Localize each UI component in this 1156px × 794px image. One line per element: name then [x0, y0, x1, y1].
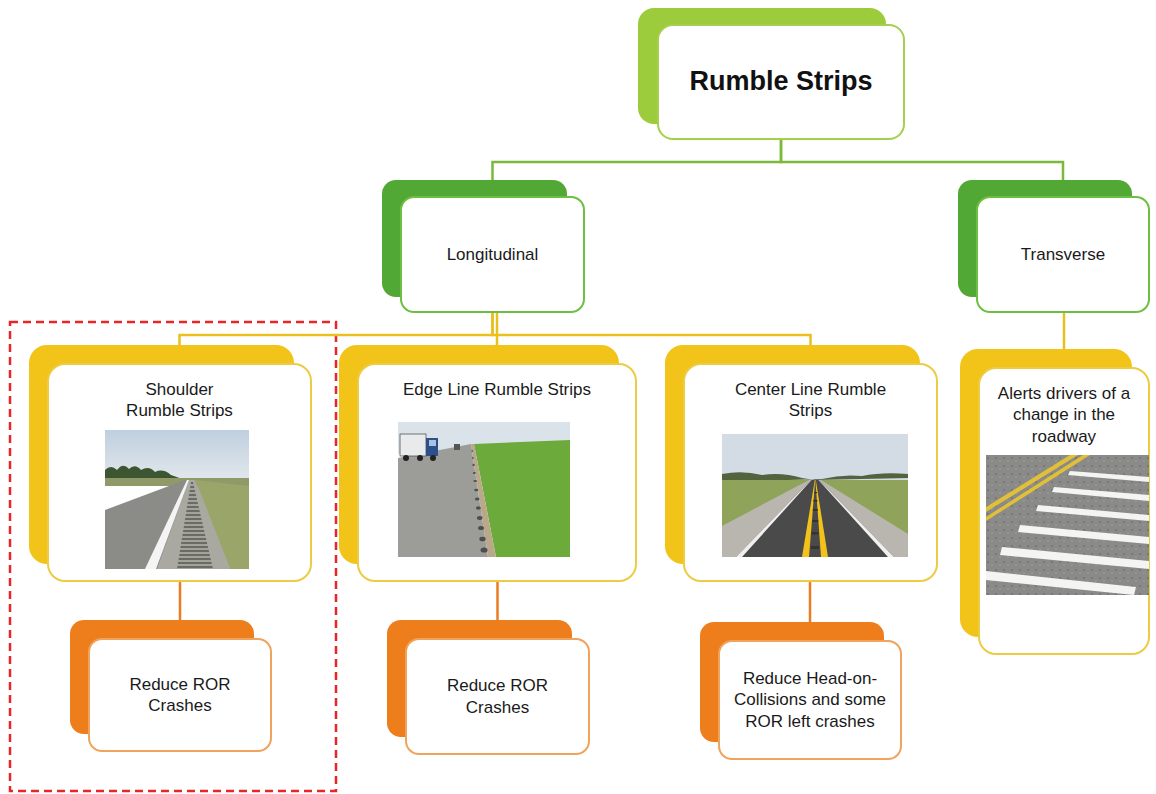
rounded-box: Longitudinal [400, 196, 585, 313]
photo-detail [479, 537, 485, 542]
photo-detail [815, 480, 828, 557]
photo-detail [1000, 547, 1149, 569]
photo-detail [477, 516, 483, 520]
photo-detail [475, 498, 480, 501]
node-text: Longitudinal [447, 244, 539, 265]
rounded-box: Alerts drivers of a change in the roadwa… [978, 367, 1150, 655]
photo-detail [471, 450, 487, 552]
rounded-box: Reduce Head-on-Collisions and some ROR l… [718, 640, 902, 760]
photo-detail [736, 480, 894, 557]
rounded-box: Shoulder Rumble Strips [47, 363, 312, 582]
photo-detail [813, 509, 818, 511]
photo-detail [812, 532, 819, 535]
road-photo [398, 422, 570, 557]
node-text: Rumble Strips [689, 65, 872, 99]
connector-line [1063, 313, 1066, 367]
photo-detail [1018, 525, 1149, 544]
photo-detail [476, 506, 481, 509]
photo-detail [811, 492, 819, 549]
connector-line [809, 582, 812, 640]
photo-detail [813, 500, 817, 502]
photo-detail [473, 472, 476, 474]
node-text: Edge Line Rumble Strips [403, 379, 591, 400]
rounded-box: Transverse [976, 196, 1150, 313]
photo-detail [478, 526, 484, 530]
node-text: Center Line Rumble Strips [721, 379, 901, 422]
photo-detail [430, 455, 436, 461]
photo-detail [986, 455, 1149, 595]
connector-line [493, 313, 811, 363]
photo-detail [722, 480, 908, 557]
photo-detail [814, 492, 817, 493]
connector-line [496, 313, 499, 363]
photo-detail [426, 438, 438, 456]
photo-detail [986, 471, 1149, 595]
photo-detail [471, 450, 473, 451]
photo-detail [986, 571, 1136, 595]
photo-detail [105, 430, 249, 482]
photo-detail [986, 455, 1078, 512]
photo-detail [481, 547, 488, 552]
photo-detail [819, 480, 895, 557]
photo-detail [473, 480, 477, 482]
photo-detail [722, 480, 908, 557]
connector-line [180, 313, 493, 363]
photo-detail [417, 455, 423, 461]
photo-detail [472, 457, 474, 459]
photo-detail [474, 489, 478, 492]
photo-detail [811, 546, 819, 549]
photo-detail [472, 464, 475, 466]
node-text: Reduce Head-on-Collisions and some ROR l… [730, 668, 890, 732]
road-photo [105, 430, 249, 569]
photo-detail [1052, 487, 1149, 501]
rounded-box: Rumble Strips [657, 24, 905, 140]
photo-detail [722, 434, 908, 482]
connector-line [493, 140, 782, 196]
photo-detail [400, 434, 426, 456]
rounded-box: Edge Line Rumble Strips [357, 363, 637, 582]
node-text: Shoulder Rumble Strips [115, 379, 245, 422]
photo-detail [398, 444, 488, 557]
connector-line [496, 582, 499, 638]
photo-detail [105, 480, 230, 569]
road-photo [722, 434, 908, 557]
connector-line [179, 582, 182, 638]
node-text: Reduce ROR Crashes [438, 675, 558, 718]
node-text: Transverse [1021, 244, 1105, 265]
photo-detail [403, 455, 409, 461]
rounded-box: Reduce ROR Crashes [405, 638, 590, 755]
photo-detail [1036, 505, 1149, 521]
photo-detail [802, 480, 815, 557]
rounded-box: Center Line Rumble Strips [683, 363, 938, 582]
road-photo [986, 455, 1149, 595]
rounded-box: Reduce ROR Crashes [88, 638, 272, 752]
node-text: Reduce ROR Crashes [120, 674, 240, 717]
connector-line [781, 140, 1063, 196]
highlight-frame [10, 322, 336, 791]
photo-detail [1068, 471, 1149, 482]
photo-detail [812, 520, 818, 522]
photo-detail [145, 480, 189, 569]
photo-detail [429, 440, 436, 446]
photo-detail [736, 480, 812, 557]
photo-detail [454, 444, 460, 450]
node-text: Alerts drivers of a change in the roadwa… [989, 383, 1139, 447]
